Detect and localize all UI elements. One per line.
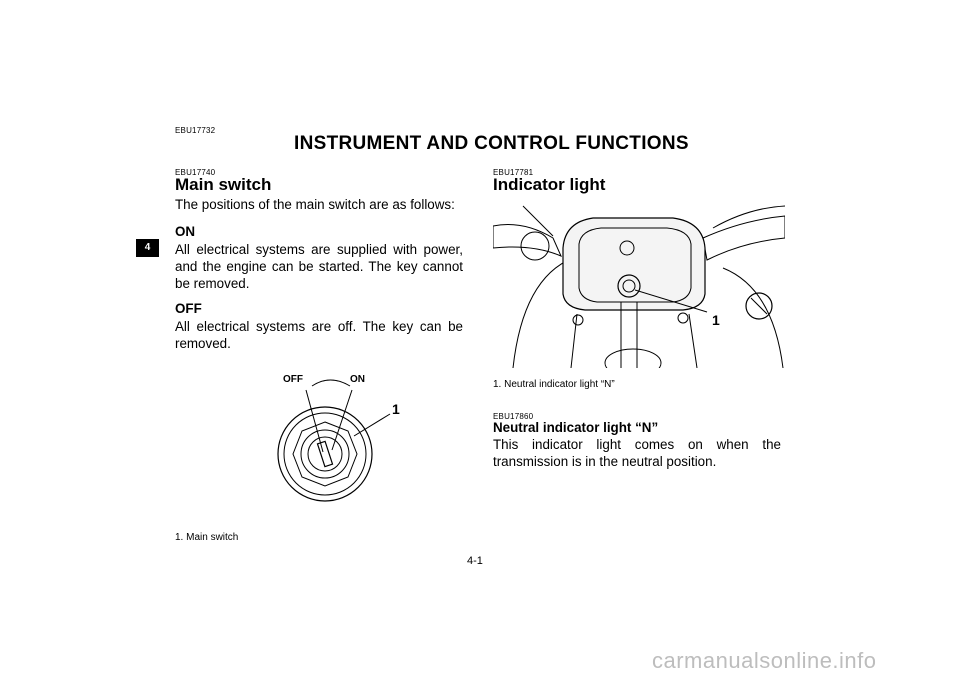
indicator-housing (562, 217, 706, 311)
indicator-code: EBU17781 (493, 168, 534, 177)
on-pointer-line (331, 389, 353, 451)
bolt-right (677, 312, 689, 324)
main-switch-heading: Main switch (175, 175, 272, 194)
body-outline-right (722, 267, 784, 368)
page-title: INSTRUMENT AND CONTROL FUNCTIONS (294, 133, 689, 154)
off-description: All electrical systems are off. The key … (175, 319, 463, 351)
grip-clamp-left (520, 231, 550, 261)
main-switch-code: EBU17740 (175, 168, 216, 177)
indicator-callout-number: 1 (712, 312, 720, 328)
rotation-arc (311, 379, 351, 387)
callout-line (353, 413, 391, 437)
handlebar-left (493, 224, 562, 257)
panel-upper-hole (619, 240, 635, 256)
figure-label-off: OFF (283, 374, 303, 385)
off-label: OFF (175, 301, 202, 316)
on-label: ON (175, 224, 196, 239)
neutral-indicator-description: This indicator light comes on when the t… (493, 437, 781, 469)
cable-left (522, 205, 554, 237)
fuel-cap (745, 292, 773, 320)
indicator-heading: Indicator light (493, 175, 606, 194)
main-switch-intro: The positions of the main switch are as … (175, 197, 455, 212)
switch-outer-ring (277, 406, 373, 502)
on-description: All electrical systems are supplied with… (175, 242, 463, 291)
figure-label-on: ON (350, 374, 365, 385)
shift-lever (620, 302, 638, 368)
switch-nut (292, 421, 358, 487)
switch-middle-ring (283, 412, 367, 496)
fuel-cap-slot (750, 297, 768, 315)
main-switch-figure: OFF ON 1 (277, 374, 400, 502)
page-number: 4-1 (467, 555, 483, 567)
neutral-indicator-lamp (617, 274, 641, 298)
neutral-indicator-code: EBU17860 (493, 412, 534, 421)
key-cylinder (307, 436, 343, 472)
key-slot (316, 440, 334, 468)
watermark: carmanualsonline.info (652, 648, 877, 673)
handlebar-right (702, 215, 785, 261)
chapter-tab: 4 (136, 239, 159, 257)
shift-boot (604, 348, 662, 368)
main-switch-caption: 1. Main switch (175, 532, 239, 543)
off-pointer-line (305, 389, 324, 453)
indicator-caption: 1. Neutral indicator light “N” (493, 379, 615, 390)
console-frame (570, 313, 698, 368)
indicator-figure: 1 (493, 205, 785, 368)
cable-right (712, 205, 785, 229)
figure-callout-number: 1 (392, 401, 400, 417)
indicator-panel (578, 227, 692, 303)
section-code: EBU17732 (175, 126, 216, 135)
neutral-indicator-heading: Neutral indicator light “N” (493, 420, 659, 435)
neutral-indicator-lens (622, 279, 636, 293)
bolt-left (572, 314, 584, 326)
indicator-callout-line (634, 289, 708, 313)
switch-inner-ring (300, 429, 350, 479)
